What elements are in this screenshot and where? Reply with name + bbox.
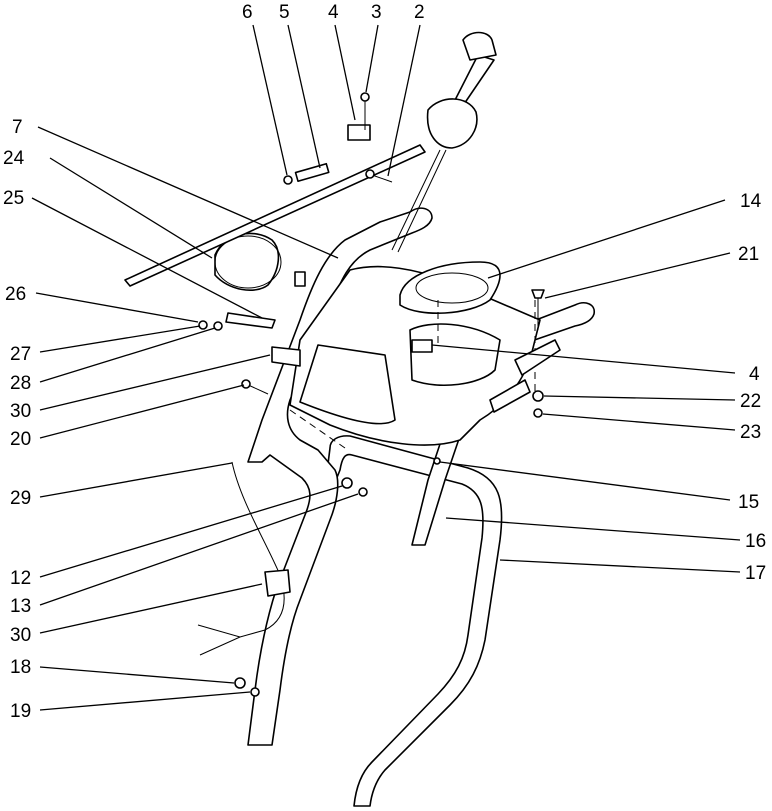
leader-2 [387,24,421,177]
nut-13 [358,487,368,497]
callout-20: 20 [10,429,31,450]
leader-25 [31,197,263,319]
callout-26: 26 [5,284,26,305]
leader-3 [365,24,379,93]
callout-25: 25 [3,188,24,209]
callout-7: 7 [12,117,23,138]
recess-bracket [409,323,501,386]
callout-labels: 6 5 4 3 2 7 24 25 14 21 26 27 28 4 30 22… [3,2,766,722]
leader-24 [49,157,213,259]
harness-clip [264,569,291,597]
callout-6: 6 [242,2,253,23]
callout-4: 4 [328,2,339,23]
rod-clip [294,162,330,183]
callout-5: 5 [279,2,290,23]
leader-26 [35,292,199,323]
clip-30-top [271,346,301,367]
callout-19: 19 [10,701,31,722]
leader-6 [252,24,288,176]
leader-18 [39,666,235,684]
washer-12 [341,477,353,489]
callout-21: 21 [738,244,759,265]
callout-30-lower: 30 [10,625,31,646]
bolt-3-head [360,92,370,102]
bolt-20-head [241,379,251,389]
cable-guide [514,339,561,376]
washer-27 [198,320,208,330]
leader-5 [287,24,321,169]
callout-2: 2 [414,2,425,23]
leader-12 [39,485,343,578]
leader-7 [37,126,339,259]
small-bracket [347,124,371,141]
bolt-21-head [531,289,545,299]
shield-disc [399,261,501,314]
nut-6 [283,175,293,185]
nut-19 [250,687,260,697]
leader-13 [39,493,359,606]
leader-14 [487,199,726,279]
callout-14: 14 [740,191,762,212]
cable-guide-2 [489,379,531,413]
callout-13: 13 [10,596,31,617]
leader-29 [39,462,233,498]
callout-12: 12 [10,568,31,589]
leader-4a [334,24,356,121]
nut-23 [533,408,543,418]
leader-22 [543,395,736,401]
callout-15: 15 [738,492,759,513]
pin-2-head [365,169,375,179]
washer-28 [213,321,223,331]
leader-16 [445,517,741,541]
latch-block [411,339,433,353]
left-handle-frame [247,207,433,746]
shift-knob [462,31,497,61]
callout-30-upper: 30 [10,401,31,422]
wire-harness [199,461,285,656]
pin-2 [371,174,393,183]
callout-22: 22 [740,391,761,412]
callout-3: 3 [371,2,382,23]
callout-16: 16 [745,531,766,552]
leader-23 [542,413,736,431]
callout-28: 28 [10,373,31,394]
linkage-rod [391,149,441,251]
leader-30a [39,354,271,411]
leader-15 [439,461,731,501]
callout-4-right: 4 [749,364,760,385]
leader-28 [39,327,216,383]
light-bracket [225,312,276,329]
bolt-18 [234,677,246,689]
callout-17: 17 [745,563,766,584]
leader-17 [499,559,741,573]
leader-4b [431,344,736,374]
leader-20 [39,384,245,439]
callout-27: 27 [10,344,31,365]
callout-23: 23 [740,422,761,443]
washer-22 [532,390,544,402]
wire-harness-branch [197,624,241,638]
shift-gate [426,98,478,149]
shield-disc-inner [415,272,489,304]
panel-window [299,344,396,425]
leader-27 [39,325,201,353]
callout-24: 24 [3,148,25,169]
leader-30b [39,583,263,634]
callout-29: 29 [10,488,31,509]
callout-18: 18 [10,657,31,678]
handle-assembly-drawing [124,31,595,807]
headlight-rim [214,235,282,289]
leader-lines [31,24,741,711]
leader-19 [39,691,251,711]
screw-15 [433,457,441,465]
lower-handle [325,435,503,807]
linkage-rod-2 [397,149,447,253]
connector [294,271,306,287]
leader-21 [544,252,731,299]
